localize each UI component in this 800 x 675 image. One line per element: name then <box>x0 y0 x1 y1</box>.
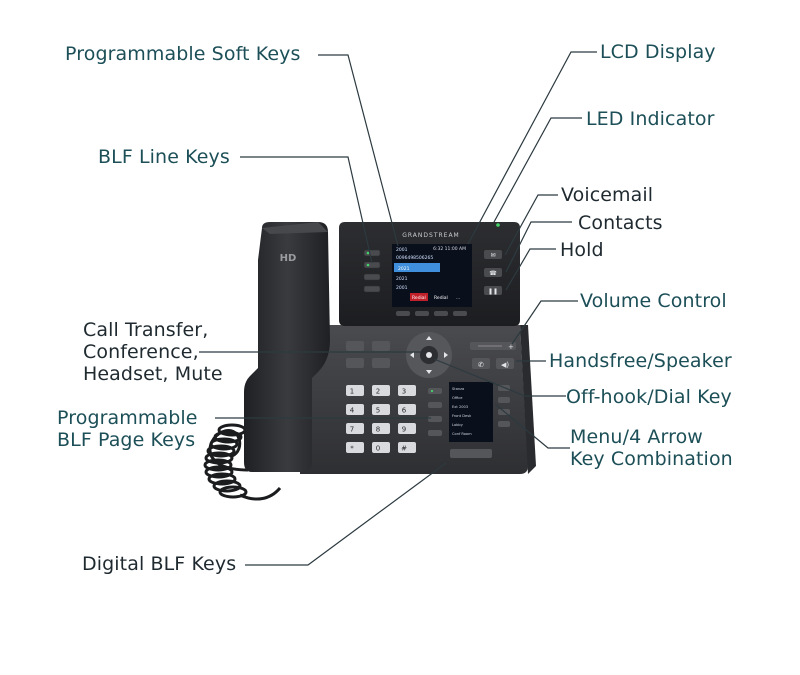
keypad-key-0[interactable] <box>372 442 390 453</box>
coiled-cord <box>203 423 282 501</box>
keypad-key-9[interactable] <box>398 423 416 434</box>
keypad-key-5[interactable] <box>372 404 390 415</box>
label-programmable-soft-keys: Programmable Soft Keys <box>65 43 301 65</box>
keypad-key-6[interactable] <box>398 404 416 415</box>
soft-key-3[interactable] <box>434 311 448 316</box>
soft-key-2[interactable] <box>415 311 429 316</box>
label-volume-control: Volume Control <box>580 290 727 312</box>
page-key-1[interactable] <box>428 388 442 394</box>
page-key-4[interactable] <box>428 430 442 436</box>
lcd-line-1: 2001 <box>396 247 408 253</box>
mini-lcd-row-4: Front Desk <box>452 414 472 418</box>
keypad-key-label: 7 <box>350 426 354 434</box>
lcd-time: 6:32 11:00 AM <box>433 246 466 252</box>
pause-icon: ❚❚ <box>488 288 498 295</box>
mini-lcd-row-5: Lobby <box>452 423 464 427</box>
led-indicator <box>496 223 500 227</box>
offhook-button[interactable] <box>472 358 490 369</box>
lcd-softkey-3: ... <box>456 296 460 301</box>
arrow-left-icon[interactable] <box>410 352 414 358</box>
keypad-key-2[interactable] <box>372 385 390 396</box>
label-led-indicator: LED Indicator <box>586 108 715 130</box>
lcd-line-5: 2001 <box>396 285 408 291</box>
speaker-button[interactable] <box>496 358 514 369</box>
leader-lines <box>199 51 597 566</box>
lcd-softkey-2: Redial <box>434 295 448 301</box>
keypad-key-8[interactable] <box>372 423 390 434</box>
keypad-key-4[interactable] <box>346 404 364 415</box>
page-key-2[interactable] <box>428 402 442 408</box>
keypad-key-label: 6 <box>402 407 407 415</box>
keypad-key-label: * <box>350 445 354 453</box>
arrow-down-icon[interactable] <box>426 370 432 374</box>
keypad-key-label: 3 <box>402 388 406 396</box>
lcd-line-4: 2021 <box>396 276 408 282</box>
digital-blf-screen <box>449 382 493 442</box>
keypad-key-label: 2 <box>376 388 380 396</box>
blf-page-rocker[interactable] <box>450 449 492 458</box>
voicemail-button[interactable] <box>484 250 502 259</box>
blf-line-key-1[interactable] <box>363 249 381 257</box>
digital-blf-key-4[interactable] <box>498 421 510 427</box>
lcd-line-3: 2021 <box>398 266 410 272</box>
transfer-button[interactable] <box>346 341 364 351</box>
keypad-key-label: 1 <box>350 388 354 396</box>
mini-lcd-row-2: Office <box>452 396 463 400</box>
contacts-icon: ☎ <box>489 270 497 277</box>
envelope-icon: ✉ <box>490 252 495 259</box>
soft-key-4[interactable] <box>453 311 467 316</box>
lcd-line-2: 0096498506265 <box>396 255 433 261</box>
keypad-key-3[interactable] <box>398 385 416 396</box>
keypad-key-hash[interactable] <box>398 442 416 453</box>
keypad-key-7[interactable] <box>346 423 364 434</box>
label-blf-line-keys: BLF Line Keys <box>98 146 230 168</box>
page-key-3[interactable] <box>428 416 442 422</box>
label-hold: Hold <box>560 239 604 261</box>
mini-lcd-row-6: Conf Room <box>452 432 472 436</box>
keypad-key-label: 0 <box>376 445 380 453</box>
lcd-screen <box>392 244 472 307</box>
conference-button[interactable] <box>372 341 390 351</box>
hold-button[interactable] <box>484 286 502 295</box>
lcd-module: GRANDSTREAM 6:32 11:00 AM 2001 009649850… <box>339 222 520 326</box>
mute-button[interactable] <box>372 358 390 368</box>
label-offhook-dial-key: Off-hook/Dial Key <box>566 386 732 408</box>
keypad-key-label: 9 <box>402 426 406 434</box>
contacts-button[interactable] <box>484 268 502 277</box>
keypad-key-label: 4 <box>350 407 355 415</box>
speaker-icon: ◀) <box>501 361 509 369</box>
keypad-key-star[interactable] <box>346 442 364 453</box>
handset: HD <box>244 222 330 472</box>
label-contacts: Contacts <box>578 212 663 234</box>
blf-line-key-4[interactable] <box>363 285 381 293</box>
digital-blf-key-2[interactable] <box>498 397 510 403</box>
label-voicemail: Voicemail <box>561 184 654 206</box>
label-digital-blf-keys: Digital BLF Keys <box>82 553 237 575</box>
soft-key-1[interactable] <box>396 311 410 316</box>
keypad-key-label: # <box>401 445 407 453</box>
arrow-right-icon[interactable] <box>444 352 448 358</box>
brand-logo: GRANDSTREAM <box>402 232 460 239</box>
label-programmable-blf-page-keys: Programmable BLF Page Keys <box>57 407 198 451</box>
hd-label: HD <box>280 253 297 264</box>
keypad-key-label: 5 <box>376 407 380 415</box>
label-call-transfer-conference: Call Transfer, Conference, Headset, Mute <box>83 319 223 385</box>
label-handsfree-speaker: Handsfree/Speaker <box>549 350 732 372</box>
label-lcd-display: LCD Display <box>600 41 716 63</box>
phone-icon: ✆ <box>478 361 484 369</box>
volume-plus-icon: + <box>508 343 514 351</box>
lcd-softkey-1: Redial <box>412 295 426 301</box>
mini-lcd-row-1: Stanza <box>452 387 464 391</box>
keypad-key-label: 8 <box>376 426 380 434</box>
mini-lcd-row-3: Ext 2003 <box>452 405 468 409</box>
label-menu-arrow-keys: Menu/4 Arrow Key Combination <box>570 426 733 470</box>
keypad-area: 1 2 3 4 5 6 7 8 9 * 0 # + ✆ ◀) Stanza Office <box>346 332 516 458</box>
keypad-key-1[interactable] <box>346 385 364 396</box>
arrow-up-icon[interactable] <box>426 336 432 340</box>
headset-button[interactable] <box>346 358 364 368</box>
blf-line-key-3[interactable] <box>363 273 381 281</box>
